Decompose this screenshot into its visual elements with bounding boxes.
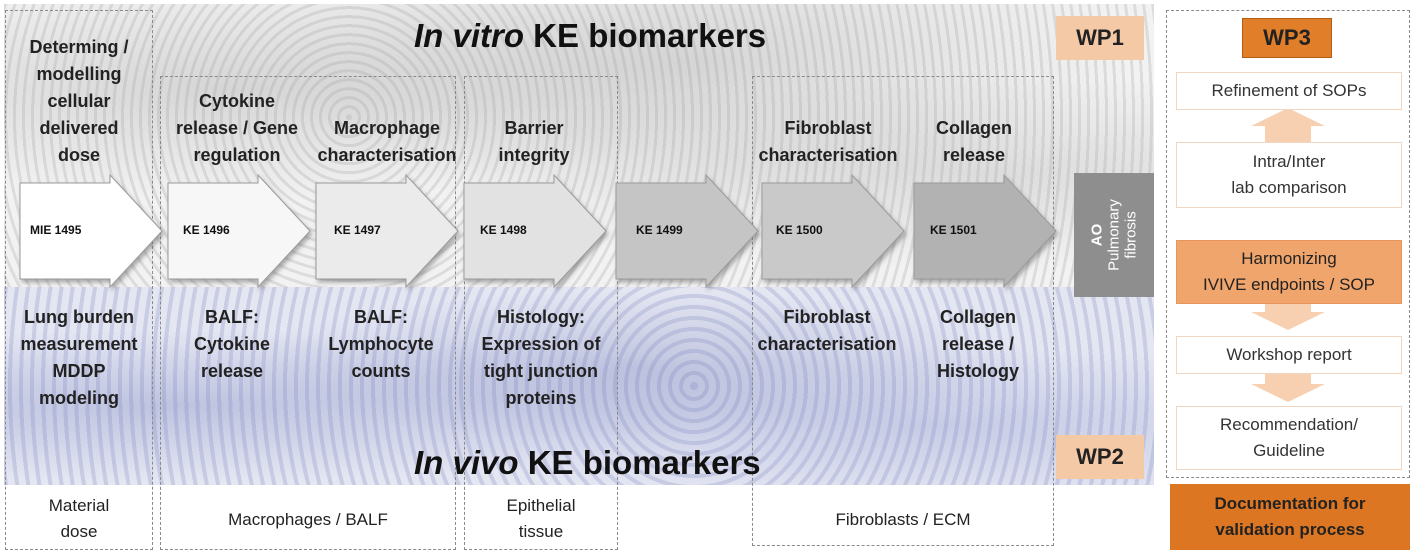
- wp1-badge: WP1: [1056, 16, 1144, 60]
- event-label-ke-1496: KE 1496: [183, 223, 230, 237]
- wp3-step-workshop-report: Workshop report: [1176, 336, 1402, 374]
- in-vitro-title: In vitro KE biomarkers: [414, 17, 767, 54]
- in-vivo-title: In vivo KE biomarkers: [414, 444, 761, 481]
- wp3-step-refinement: Refinement of SOPs: [1176, 72, 1402, 110]
- group-box-material-dose: [5, 10, 153, 550]
- event-arrow-ke-1497: [315, 173, 459, 289]
- group-box-epithelial: [464, 76, 618, 550]
- group-box-macrophages: [160, 76, 456, 550]
- event-label-ke-1498: KE 1498: [480, 223, 527, 237]
- event-arrow-mie-1495: [19, 173, 163, 289]
- group-label-fibroblasts: Fibroblasts / ECM: [835, 510, 971, 529]
- down-arrow-icon: [1251, 370, 1325, 402]
- event-arrow-ke-1500: [761, 173, 905, 289]
- in-vivo-tissue-image-background: [4, 287, 1154, 485]
- group-label-macrophages: Macrophages / BALF: [228, 510, 388, 529]
- event-label-ke-1501: KE 1501: [930, 223, 977, 237]
- wp3-flow-arrows: [1251, 108, 1325, 402]
- adverse-outcome-box: AO Pulmonary fibrosis: [1074, 173, 1154, 297]
- up-arrow-icon: [1251, 108, 1325, 142]
- group-box-wp3: [1166, 10, 1410, 478]
- down-arrow-icon: [1251, 302, 1325, 330]
- ao-line-pulmonary: Pulmonary: [1105, 199, 1123, 271]
- event-label-ke-1497: KE 1497: [334, 223, 381, 237]
- event-label-ke-1500: KE 1500: [776, 223, 823, 237]
- event-arrow-ke-1498: [463, 173, 607, 289]
- ao-label: AO: [1088, 223, 1106, 247]
- event-arrow-ke-1499: [615, 173, 759, 289]
- wp3-badge: WP3: [1242, 18, 1332, 58]
- event-label-mie-1495: MIE 1495: [30, 223, 82, 237]
- group-box-fibroblasts: [752, 76, 1054, 546]
- wp2-badge: WP2: [1056, 435, 1144, 479]
- event-arrow-ke-1501: [913, 173, 1057, 289]
- ao-line-fibrosis: fibrosis: [1122, 211, 1140, 259]
- wp3-step-recommendation: Recommendation/Guideline: [1176, 406, 1402, 470]
- event-arrow-ke-1496: [167, 173, 311, 289]
- event-label-ke-1499: KE 1499: [636, 223, 683, 237]
